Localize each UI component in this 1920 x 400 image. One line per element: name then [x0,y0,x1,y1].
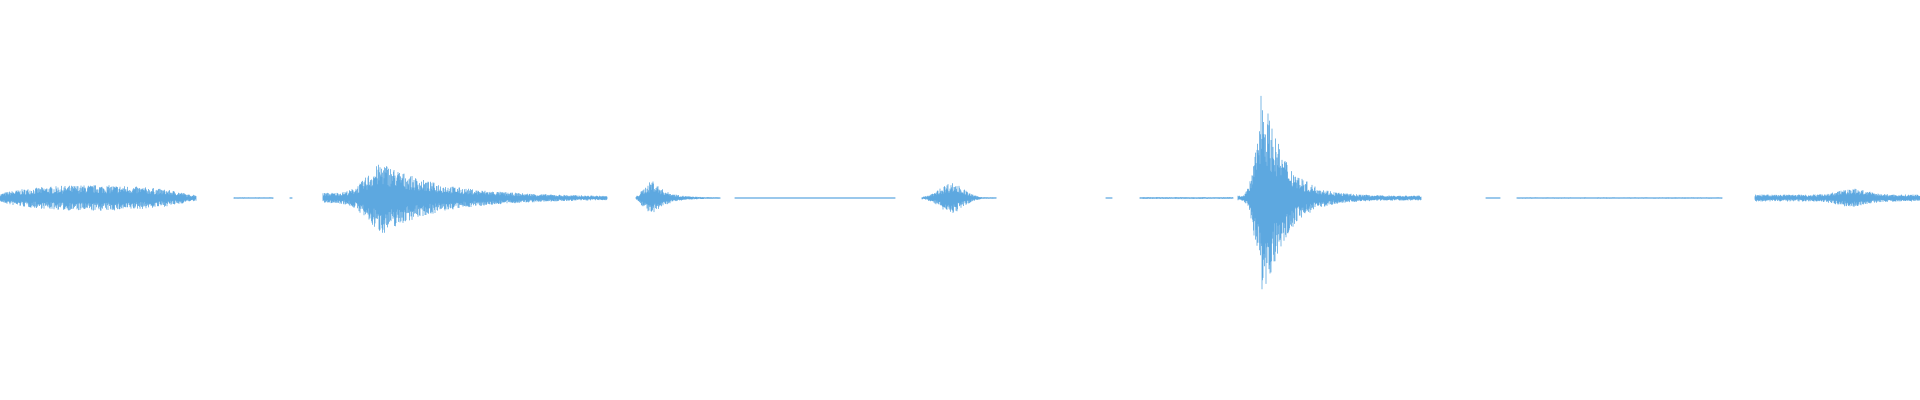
waveform-trace [0,95,1920,290]
waveform-path [0,95,1920,290]
